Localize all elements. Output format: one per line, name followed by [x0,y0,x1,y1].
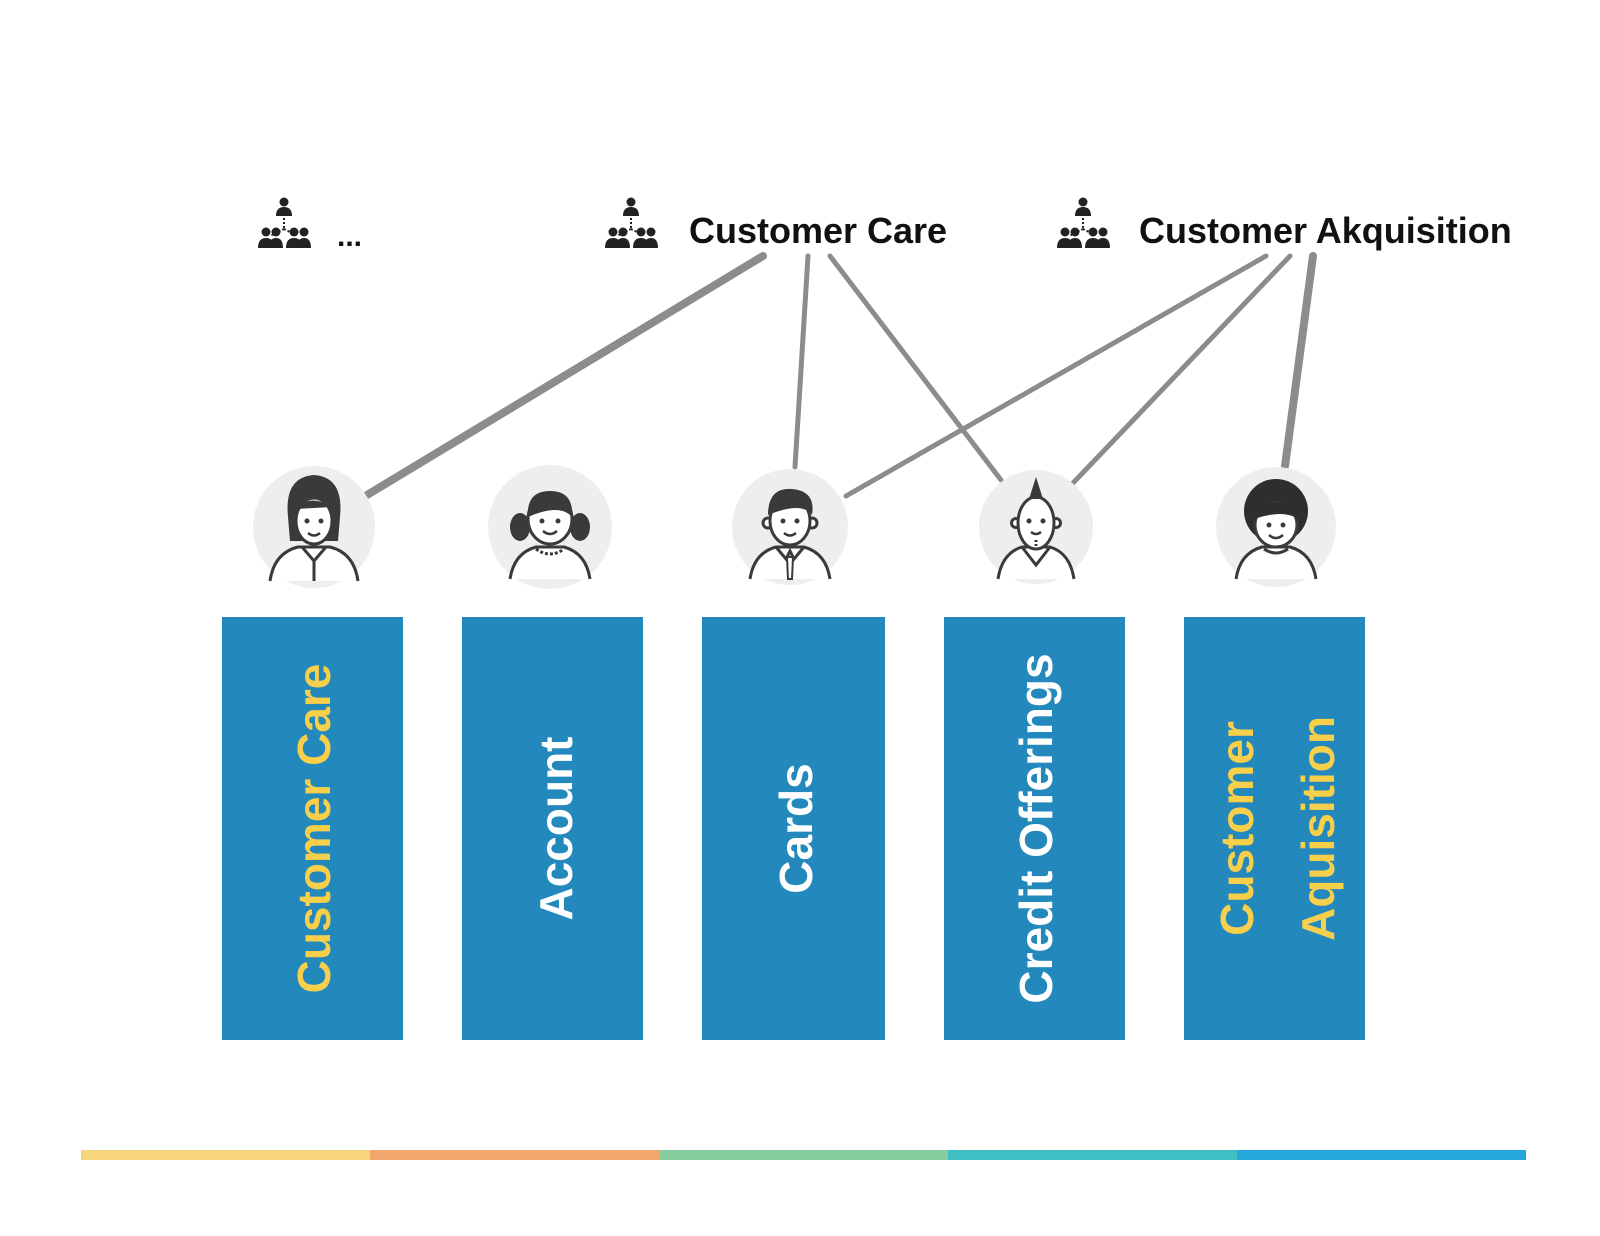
team-label-other: ... [337,220,362,253]
column-box [222,617,403,1040]
column-box [462,617,643,1040]
column-cards: Cards [702,617,885,1040]
link-t2-c3 [1070,253,1293,486]
footer-bar-segment [659,1150,948,1160]
column-label-line: Credit Offerings [1010,653,1062,1003]
avatars [253,465,1336,589]
column-account: Account [462,617,643,1040]
link-t1-c0 [363,252,767,499]
column-customer-care: Customer Care [222,617,403,1040]
column-label-line: Aquisition [1292,716,1344,941]
org-chart-icon [257,196,312,249]
column-label-line: Customer Care [288,664,340,994]
column-box [702,617,885,1040]
team-header-customer-akquisition: Customer Akquisition [1056,196,1512,251]
team-links [363,252,1317,499]
team-label-customer-akquisition: Customer Akquisition [1139,210,1512,251]
footer-bar-segment [948,1150,1237,1160]
man-with-tie-avatar [732,469,848,585]
team-header-customer-care: Customer Care [604,196,947,251]
column-box [944,617,1125,1040]
org-chart-icon [604,196,659,249]
org-chart-icon [1056,196,1111,249]
footer-bar-segment [370,1150,659,1160]
footer-bar-segment [1237,1150,1526,1160]
link-t2-c4 [1281,252,1317,470]
column-customer-aquisition: Customer Aquisition [1184,617,1365,1040]
column-label-line: Cards [770,763,822,893]
footer-bar-segment [81,1150,370,1160]
team-header-other: ... [257,196,362,253]
footer-color-bar [81,1150,1526,1160]
girl-with-pigtails-avatar [488,465,612,589]
capability-columns: Customer Care Account Cards Credit Offer… [222,617,1365,1040]
link-t2-c2 [843,253,1269,499]
link-t1-c3 [827,253,1004,483]
column-label-line: Account [530,737,582,921]
column-box [1184,617,1365,1040]
link-t1-c2 [792,253,811,470]
column-label-line: Customer [1211,721,1263,936]
column-credit-offerings: Credit Offerings [944,617,1125,1040]
man-with-curly-hair-avatar [1216,467,1336,587]
man-with-mohawk-avatar [979,470,1093,584]
woman-with-collar-avatar [253,466,375,588]
team-label-customer-care: Customer Care [689,210,947,251]
